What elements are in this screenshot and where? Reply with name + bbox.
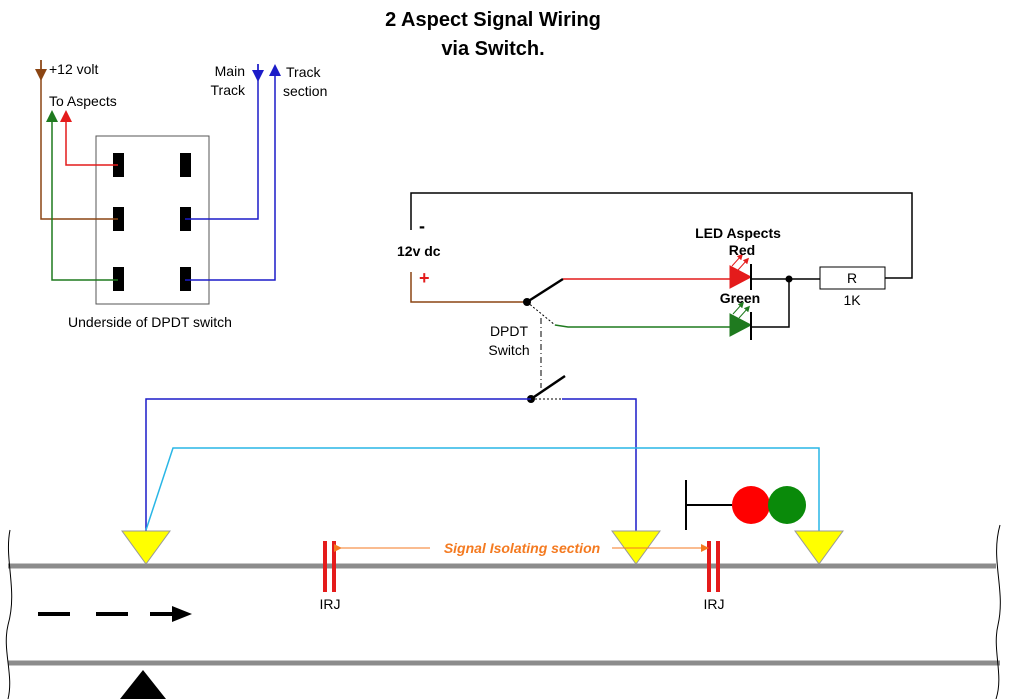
switch-terminal [180, 267, 191, 291]
switch-terminal [113, 207, 124, 231]
led-circuit: - 12v dc + R 1K LED Aspects Red Green [397, 192, 913, 403]
resistor-symbol: R [847, 270, 857, 286]
title-line-1: 2 Aspect Signal Wiring [385, 9, 601, 31]
feed-triangle-left [121, 530, 171, 565]
main-track-label-2: Track [211, 82, 246, 98]
wire-supply-brown [410, 272, 527, 303]
green-led-label: Green [720, 290, 760, 306]
title-line-2: via Switch. [441, 38, 544, 60]
wire-negative [410, 192, 913, 279]
track-section-label-2: section [283, 83, 327, 99]
junction-dot [785, 275, 793, 283]
switch-terminal [180, 153, 191, 177]
red-led-ray [731, 253, 744, 267]
green-led-icon [729, 313, 753, 337]
supply-label-12v: 12v dc [397, 243, 441, 259]
wire-main-track [185, 64, 259, 220]
red-led-label: Red [729, 242, 755, 258]
pivot-marker-icon [120, 670, 166, 699]
isolating-label: Signal Isolating section [444, 540, 600, 556]
wire-red-aspect [60, 110, 118, 166]
switch-caption: Underside of DPDT switch [68, 314, 232, 330]
supply-label: +12 volt [49, 61, 99, 77]
switch-body [95, 135, 210, 305]
red-led-ray [737, 257, 750, 271]
break-line-left [5, 529, 13, 699]
aspects-label: To Aspects [49, 93, 117, 109]
switch-underside-panel: +12 volt To Aspects Main Track Track sec… [35, 60, 327, 330]
wire-track-section [185, 64, 281, 281]
irj-right-label: IRJ [704, 596, 725, 612]
direction-arrow-icon [172, 606, 192, 622]
switch-terminal [113, 153, 124, 177]
track: IRJ IRJ Signal Isolating section [5, 480, 1001, 699]
wire-common-green [751, 279, 790, 328]
switch-label-2: Switch [488, 342, 529, 358]
signal-red-aspect-icon [732, 486, 770, 524]
minus-symbol: - [419, 216, 425, 236]
wire-green-aspect [46, 110, 118, 281]
feed-main-right [145, 447, 820, 534]
switch-terminal [113, 267, 124, 291]
wire-green [554, 324, 730, 328]
green-led-ray [732, 301, 745, 315]
main-track-label-1: Main [215, 63, 245, 79]
red-led-icon [729, 265, 753, 289]
switch-lever-lower [530, 374, 566, 401]
switch-lever [526, 277, 564, 304]
plus-symbol: + [419, 268, 430, 288]
resistor [819, 266, 886, 290]
green-led-ray [738, 305, 751, 319]
break-line-right [995, 524, 1001, 699]
switch-label-1: DPDT [490, 323, 529, 339]
led-heading: LED Aspects [695, 225, 781, 241]
signal-green-aspect-icon [768, 486, 806, 524]
track-section-label-1: Track [286, 64, 321, 80]
resistor-value: 1K [843, 292, 861, 308]
wire-12v-brown [40, 60, 118, 220]
irj-left-label: IRJ [320, 596, 341, 612]
feed-section [562, 398, 637, 534]
feed-triangle-right [794, 530, 844, 565]
feed-main-left [145, 398, 531, 534]
